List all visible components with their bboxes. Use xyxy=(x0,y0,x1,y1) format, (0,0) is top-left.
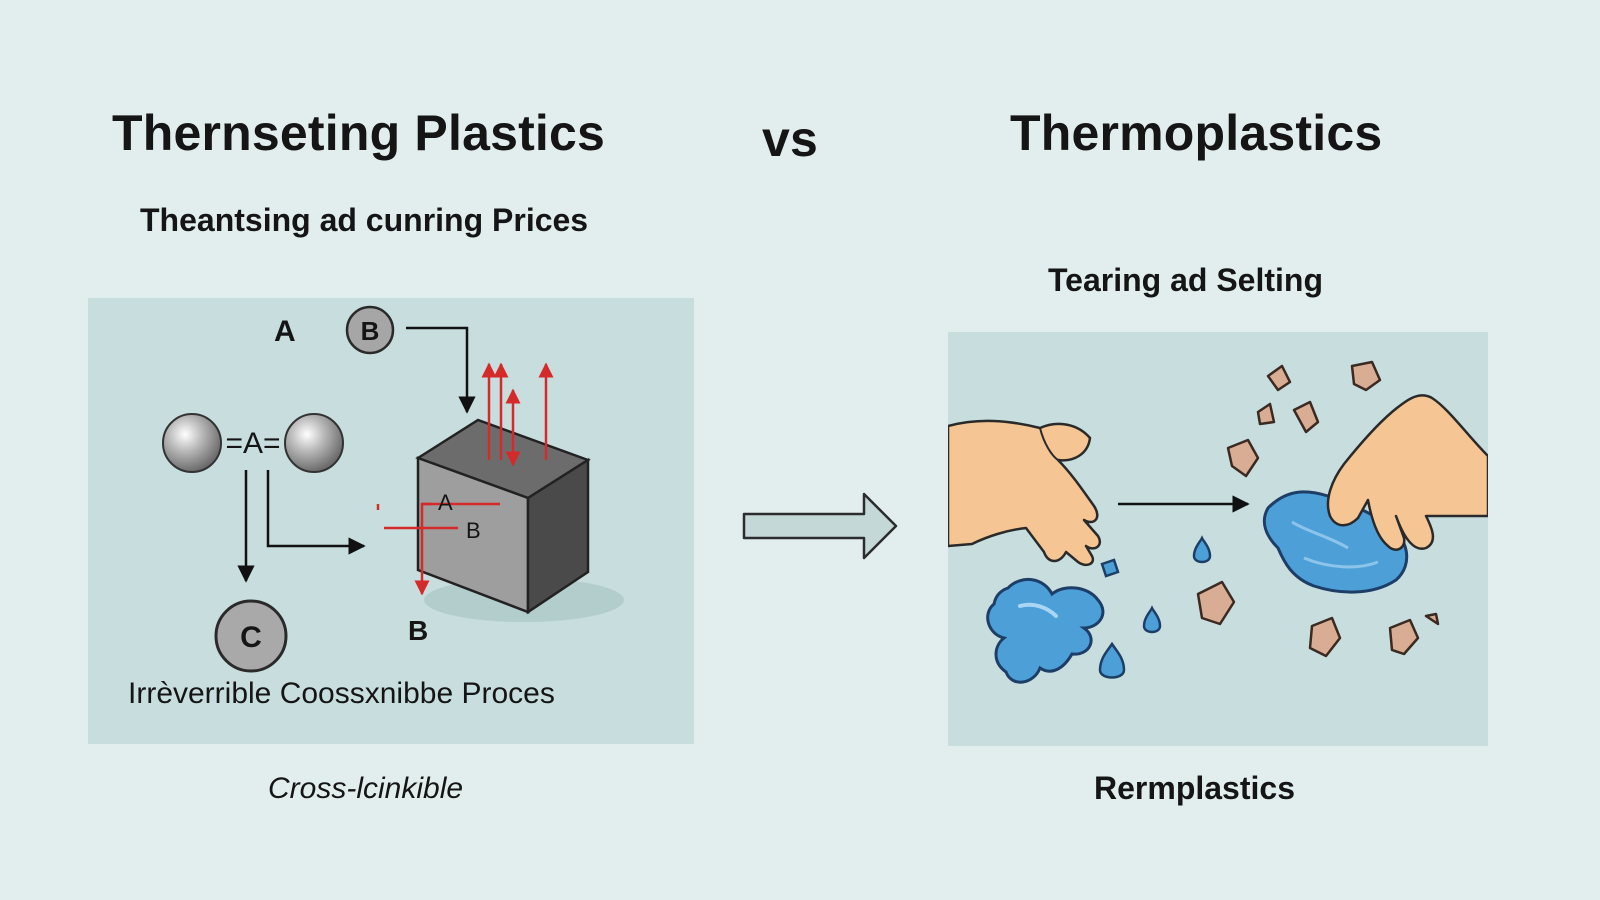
label-b-circle: B xyxy=(361,316,380,346)
vs-label: vs xyxy=(762,111,819,167)
thermoset-panel: A B =A= C xyxy=(88,298,694,744)
left-hand-icon xyxy=(946,419,1102,567)
red-bracket xyxy=(376,502,500,596)
left-subtitle: Theantsing ad cunring Prices xyxy=(140,202,589,238)
thermoset-panel-caption: Irrèverrible Coossxnibbe Proces xyxy=(128,677,555,710)
right-footer: Rermplastics xyxy=(1094,770,1295,806)
crosslinked-cube xyxy=(415,418,591,615)
left-title: Thernseting Plastics xyxy=(112,105,606,161)
label-a-top: A xyxy=(274,315,296,348)
right-title: Thermoplastics xyxy=(1010,105,1383,161)
center-arrow-icon xyxy=(742,492,898,560)
right-subtitle: Tearing ad Selting xyxy=(1048,262,1323,298)
plastic-fragments xyxy=(1196,360,1440,658)
sphere-right xyxy=(284,413,344,473)
cube-side xyxy=(526,457,590,615)
label-b-red: B xyxy=(466,518,481,543)
molecule-c: C xyxy=(214,599,288,673)
sphere-left xyxy=(162,413,222,473)
label-b-bottom: B xyxy=(408,615,428,646)
molecule-b: B xyxy=(345,305,395,355)
thermoplastic-illustration xyxy=(946,360,1490,684)
arrow-bond-to-cube xyxy=(266,470,366,555)
thermoplastic-panel xyxy=(946,332,1490,746)
thermoset-diagram: A B =A= C xyxy=(128,305,624,710)
left-footer: Cross-lcinkible xyxy=(268,772,464,805)
molecule-pair: =A= xyxy=(162,413,344,473)
red-force-arrows xyxy=(481,362,554,467)
arrow-b-to-cube xyxy=(406,326,476,414)
label-a-red: A xyxy=(438,490,453,515)
label-a-bond: =A= xyxy=(225,427,280,460)
liquid-droplets xyxy=(1098,535,1212,679)
right-hand-icon xyxy=(1326,394,1490,551)
label-c-circle: C xyxy=(240,621,262,654)
liquid-splash xyxy=(986,578,1105,684)
